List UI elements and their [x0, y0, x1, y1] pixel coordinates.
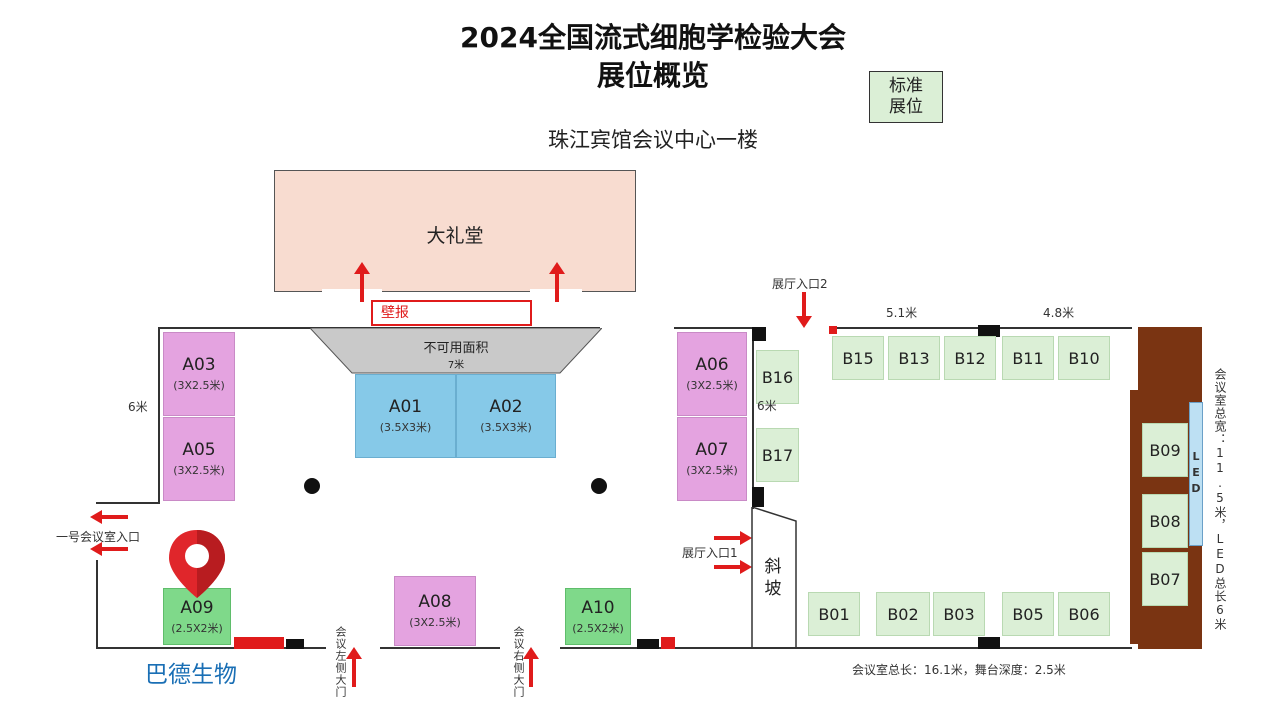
booth-b05[interactable]: B05: [1002, 592, 1054, 636]
arrow-right-icon: [714, 531, 752, 545]
booth-b08[interactable]: B08: [1142, 494, 1188, 548]
booth-b12[interactable]: B12: [944, 336, 996, 380]
booth-b11[interactable]: B11: [1002, 336, 1054, 380]
booth-b17[interactable]: B17: [756, 428, 799, 482]
booth-b10[interactable]: B10: [1058, 336, 1110, 380]
booth-a08[interactable]: A08 (3X2.5米): [394, 576, 476, 646]
booth-a02[interactable]: A02 (3.5X3米): [456, 374, 556, 458]
right-door-label: 会议右侧大门: [512, 626, 525, 698]
booth-b15[interactable]: B15: [832, 336, 884, 380]
booth-a06[interactable]: A06 (3X2.5米): [677, 332, 747, 416]
poster-area: 壁报: [371, 300, 532, 326]
top-dimension-5-1: 5.1米: [886, 306, 918, 320]
mid-dimension: 6米: [757, 399, 777, 413]
unavailable-area: [310, 328, 602, 374]
led-screen: LED: [1189, 402, 1203, 546]
room-width-label: 会议室总宽：11.5米，LED总长6米: [1213, 368, 1227, 631]
arrow-up-icon: [549, 262, 565, 302]
legend-label-line2: 展位: [889, 97, 923, 117]
booth-b02[interactable]: B02: [876, 592, 930, 636]
booth-b07[interactable]: B07: [1142, 552, 1188, 606]
page-title: 2024全国流式细胞学检验大会: [460, 21, 846, 54]
booth-a01[interactable]: A01 (3.5X3米): [355, 374, 456, 458]
booth-a07[interactable]: A07 (3X2.5米): [677, 417, 747, 501]
page-subtitle: 展位概览: [596, 59, 709, 92]
arrow-left-icon: [90, 542, 128, 556]
ramp-label: 斜坡: [764, 557, 782, 599]
ramp: [751, 507, 797, 647]
legend-label-line1: 标准: [889, 76, 923, 96]
left-door-label: 会议左侧大门: [334, 626, 347, 698]
booth-b03[interactable]: B03: [933, 592, 985, 636]
arrow-up-icon: [523, 647, 539, 687]
legend-standard-booth: 标准 展位: [869, 71, 943, 123]
entrance-2-label: 展厅入口2: [772, 277, 828, 291]
map-pin-icon: [169, 530, 225, 598]
entrance-1-label: 展厅入口1: [682, 546, 738, 560]
meeting-room-1-entrance: 一号会议室入口: [56, 530, 141, 544]
arrow-right-icon: [714, 560, 752, 574]
booth-a10[interactable]: A10 (2.5X2米): [565, 588, 631, 645]
arrow-up-icon: [346, 647, 362, 687]
booth-b16[interactable]: B16: [756, 350, 799, 404]
auditorium: 大礼堂: [274, 170, 636, 292]
booth-b06[interactable]: B06: [1058, 592, 1110, 636]
pillar: [304, 478, 320, 494]
auditorium-label: 大礼堂: [426, 225, 484, 247]
poster-label: 壁报: [381, 305, 409, 321]
booth-b01[interactable]: B01: [808, 592, 860, 636]
booth-a03[interactable]: A03 (3X2.5米): [163, 332, 235, 416]
exhibitor-name: 巴德生物: [145, 662, 237, 688]
unavailable-width: 7米: [447, 360, 465, 371]
pillar: [591, 478, 607, 494]
room-length-label: 会议室总长：16.1米，舞台深度：2.5米: [852, 663, 1066, 677]
arrow-left-icon: [90, 510, 128, 524]
arrow-up-icon: [354, 262, 370, 302]
booth-a05[interactable]: A05 (3X2.5米): [163, 417, 235, 501]
venue-label: 珠江宾馆会议中心一楼: [548, 128, 758, 152]
booth-b09[interactable]: B09: [1142, 423, 1188, 477]
booth-b13[interactable]: B13: [888, 336, 940, 380]
left-dimension: 6米: [128, 400, 148, 414]
top-dimension-4-8: 4.8米: [1043, 306, 1075, 320]
arrow-down-icon: [796, 292, 812, 328]
unavailable-label: 不可用面积: [423, 341, 489, 356]
